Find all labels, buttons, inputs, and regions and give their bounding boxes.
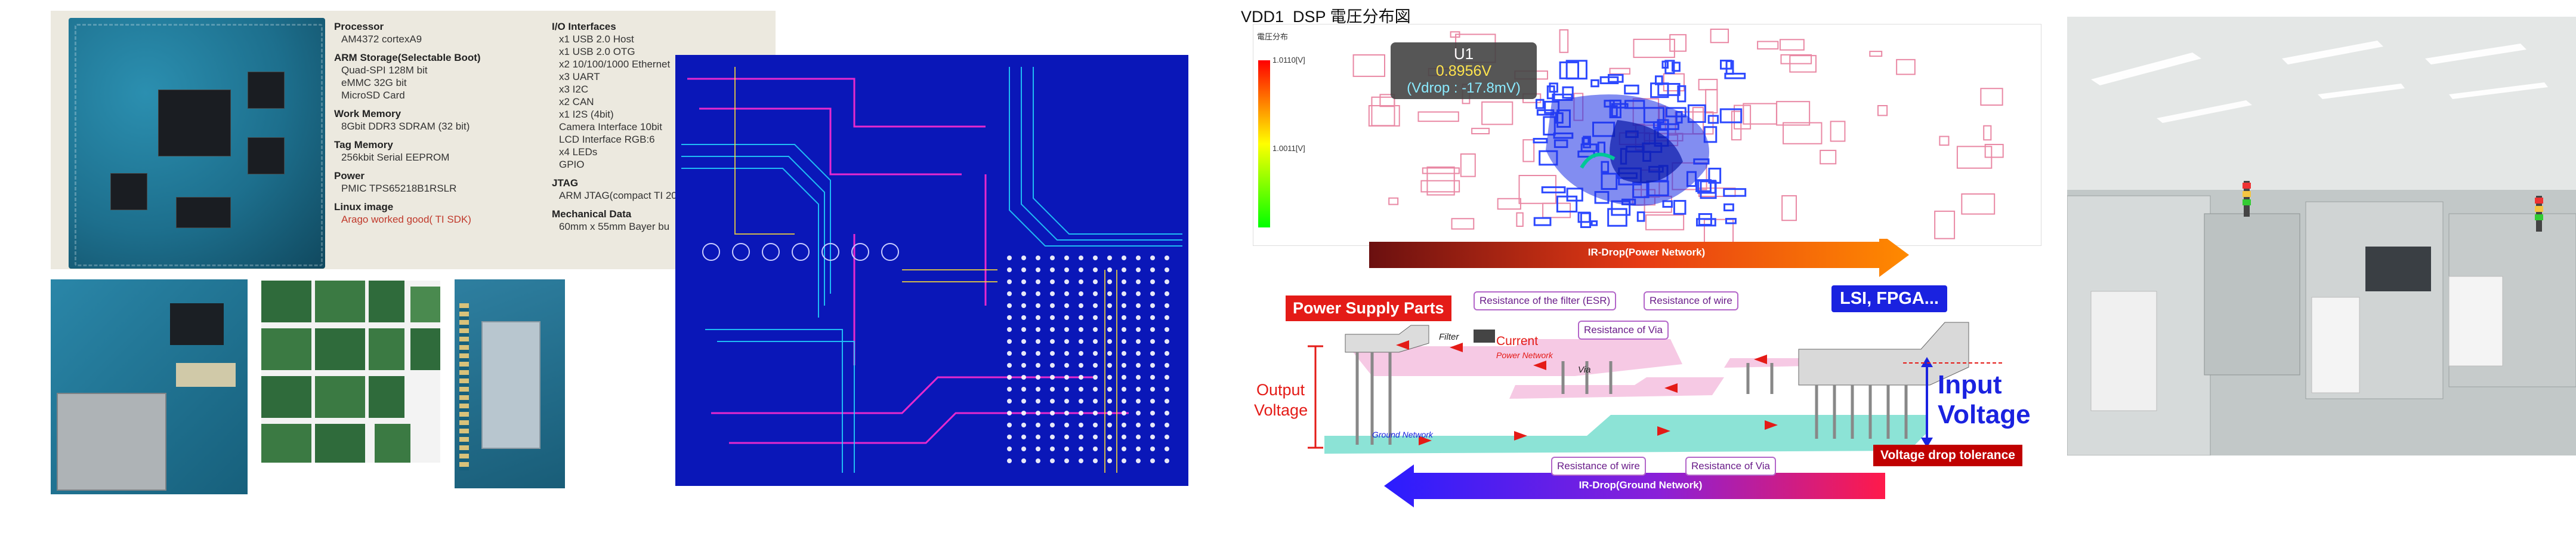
io-board-image <box>51 279 248 494</box>
irmap-title: VDD1_DSP 電圧分布図 <box>1241 8 1411 26</box>
factory-scene <box>2067 17 2576 455</box>
res-wire-top-label: Resistance of wire <box>1644 291 1738 310</box>
spec-item: LCD Interface RGB:6 <box>559 134 655 145</box>
spec-item: GPIO <box>559 159 585 170</box>
power-network-arrow <box>1369 239 1909 277</box>
via-label: Via <box>1578 365 1591 375</box>
power-supply-parts-label: Power Supply Parts <box>1286 295 1451 321</box>
spec-section-title: Tag Memory <box>334 139 393 150</box>
current-label: Current <box>1496 334 1539 348</box>
pcb-traces <box>675 55 1188 486</box>
filter-label: Filter <box>1439 332 1459 342</box>
spec-item: x1 USB 2.0 OTG <box>559 46 635 57</box>
ethernet-jack <box>57 393 166 491</box>
output-voltage-line2: Voltage <box>1254 401 1308 419</box>
paper-sheet <box>2311 297 2360 393</box>
output-voltage-line1: Output <box>1256 381 1305 399</box>
voltage-drop-tolerance-label: Voltage drop tolerance <box>1873 445 2022 466</box>
spec-item: x3 I2C <box>559 84 589 95</box>
u1-callout: U1 0.8956V (Vdrop : -17.8mV) <box>1391 42 1537 99</box>
pmic-chip <box>110 173 147 210</box>
machine-monitor <box>2365 247 2431 291</box>
input-voltage-line1: Input <box>1938 370 2002 399</box>
ir-drop-schematic <box>1308 239 2004 507</box>
spec-section-title: Linux image <box>334 201 394 213</box>
spec-item: ARM JTAG(compact TI 20 <box>559 190 677 201</box>
factory-floor-photo <box>2067 17 2576 455</box>
ir-drop-diagram: IR-Drop(Power Network) IR-Drop(Ground Ne… <box>1253 239 2040 519</box>
callout-ref: U1 <box>1453 45 1474 63</box>
spec-item: x4 LEDs <box>559 146 598 158</box>
power-plane <box>1348 339 1682 376</box>
callout-vdrop: (Vdrop : -17.8mV) <box>1407 80 1521 96</box>
pcb-layout-image <box>675 55 1188 486</box>
res-filter-label: Resistance of the filter (ESR) <box>1474 291 1617 310</box>
spec-section-title: Power <box>334 170 365 181</box>
power-arrow-label: IR-Drop(Power Network) <box>1587 247 1706 258</box>
spec-item: eMMC 32G bit <box>341 77 407 88</box>
spec-item: MicroSD Card <box>341 90 405 101</box>
voltage-legend-bar <box>1258 60 1270 227</box>
spec-item: x3 UART <box>559 71 600 82</box>
lsi-fpga-label: LSI, FPGA... <box>1831 285 1947 312</box>
legend-top-value: 1.0110[V] <box>1272 56 1305 64</box>
power-network-label: Power Network <box>1496 350 1553 360</box>
legend-mid-value: 1.0011[V] <box>1272 144 1305 153</box>
processor-chip <box>158 90 231 156</box>
voltage-distribution-map <box>1352 28 2004 245</box>
spec-item: 256kbit Serial EEPROM <box>341 152 450 163</box>
memory-chip <box>248 137 285 174</box>
cpu-module-board-image <box>69 18 325 269</box>
rf-module <box>481 321 540 449</box>
spec-section-title: I/O Interfaces <box>552 21 616 32</box>
spec-section-title: Processor <box>334 21 384 32</box>
spec-section-title: ARM Storage(Selectable Boot) <box>334 52 481 63</box>
spec-section-title: Mechanical Data <box>552 208 632 220</box>
callout-voltage: 0.8956V <box>1435 63 1492 79</box>
connector <box>176 363 236 387</box>
spec-section-title: Work Memory <box>334 108 401 119</box>
spec-item: x1 I2S (4bit) <box>559 109 614 120</box>
res-via-top-label: Resistance of Via <box>1578 321 1669 340</box>
spec-item: 8Gbit DDR3 SDRAM (32 bit) <box>341 121 470 132</box>
res-wire-bottom-label: Resistance of wire <box>1551 457 1646 476</box>
ground-network-label: Ground Network <box>1372 430 1433 439</box>
ground-arrow-label: IR-Drop(Ground Network) <box>1579 479 1703 491</box>
spec-item: Arago worked good( TI SDK) <box>341 214 471 225</box>
spec-item: x2 CAN <box>559 96 594 107</box>
spec-item: x1 USB 2.0 Host <box>559 33 634 45</box>
spec-item: AM4372 cortexA9 <box>341 33 422 45</box>
input-voltage-line2: Voltage <box>1938 400 2031 429</box>
spec-item: x2 10/100/1000 Ethernet <box>559 59 671 70</box>
legend-header: 電圧分布 <box>1257 32 1289 41</box>
sensor-board-array-image <box>261 281 440 463</box>
spec-item: Quad-SPI 128M bit <box>341 64 428 76</box>
wireless-module-image <box>455 279 565 488</box>
power-plane-segment <box>1509 377 1724 399</box>
res-via-bottom-label: Resistance of Via <box>1685 457 1776 476</box>
ir-drop-map: 電圧分布 1.0110[V] 1.0011[V] U1 0.8956V (Vdr… <box>1253 24 2041 246</box>
chip <box>170 303 224 345</box>
paper-sheet <box>2090 291 2157 411</box>
spec-item: 60mm x 55mm Bayer bu <box>559 221 670 232</box>
paper-sheet <box>2448 276 2503 367</box>
spec-section-title: JTAG <box>552 177 579 189</box>
spec-item: PMIC TPS65218B1RSLR <box>341 183 457 194</box>
spec-item: Camera Interface 10bit <box>559 121 662 133</box>
filter-capacitor <box>1474 330 1495 343</box>
memory-chip <box>248 72 285 109</box>
emmc-chip <box>176 197 231 228</box>
